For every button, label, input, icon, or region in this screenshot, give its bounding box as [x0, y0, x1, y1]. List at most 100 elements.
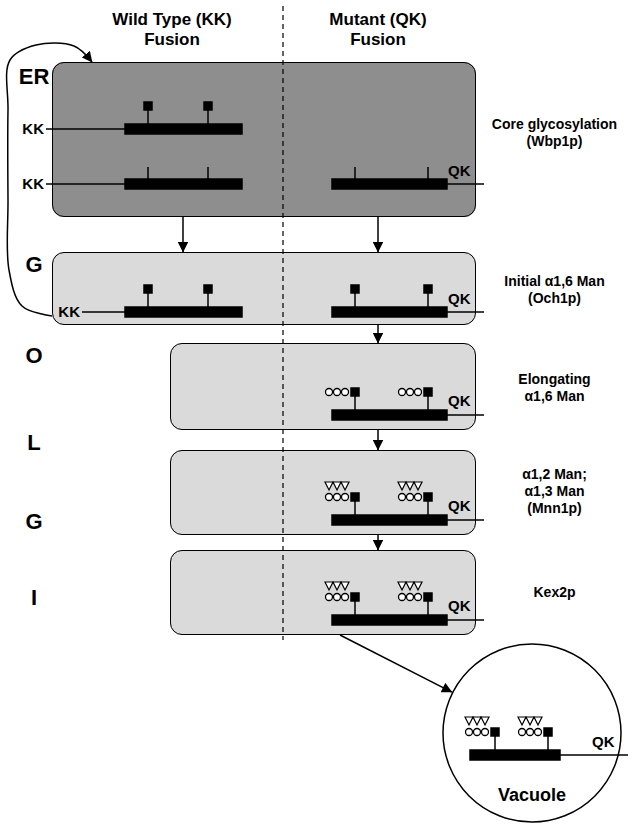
transport-arrow: [340, 635, 452, 692]
wild-type-construct: [204, 285, 212, 307]
compartment-letter: I: [31, 585, 37, 611]
mutant-construct: [325, 582, 484, 625]
compartment-fill: [170, 343, 476, 430]
wild-type-construct: [147, 167, 149, 179]
enzyme-step-label: α1,2 Man; α1,3 Man (Mnn1p): [515, 466, 595, 516]
wild-type-construct: [46, 167, 242, 189]
compartment-fill: [170, 550, 476, 635]
compartment-letter: L: [27, 430, 40, 456]
mutant-construct: [354, 167, 356, 179]
label-holder: G: [25, 509, 42, 535]
wild-type-construct: [144, 285, 152, 307]
mutant-construct: [351, 285, 359, 307]
enzyme-step-label: Core glycosylation (Wbp1p): [480, 116, 630, 150]
wild-type-construct: [144, 102, 152, 124]
mutant-construct: [332, 179, 447, 189]
label-holder: KK: [58, 303, 80, 321]
mutant-construct: [332, 515, 447, 525]
mutant-construct: [325, 582, 359, 615]
label-holder: QK: [448, 597, 471, 615]
golgi-cisterna: Initial α1,6 Man (Och1p): [52, 252, 476, 325]
wild-type-construct: [125, 124, 242, 134]
wild-type-construct: [125, 179, 242, 189]
mutant-construct: [424, 285, 432, 307]
label-holder: QK: [592, 733, 615, 751]
mutant-construct: [326, 388, 485, 420]
label-holder: Elongating α1,6 Man: [507, 371, 602, 405]
label-holder: Mutant (QK) Fusion: [318, 10, 438, 51]
enzyme-step-label: Elongating α1,6 Man: [507, 371, 602, 405]
compartment-letter: G: [25, 252, 42, 278]
construct-tag: QK: [448, 392, 471, 410]
construct-tag: QK: [448, 162, 471, 180]
mutant-construct: [325, 482, 484, 525]
label-holder: G: [25, 252, 42, 278]
label-holder: α1,2 Man; α1,3 Man (Mnn1p): [515, 466, 595, 516]
mutant-construct: [326, 388, 360, 410]
retrieval-arrow: [7, 43, 92, 316]
mutant-construct: [427, 167, 429, 179]
mutant-construct: [398, 482, 432, 515]
mutant-construct: [470, 750, 560, 760]
compartment-letter: O: [25, 343, 42, 369]
er-compartment: Core glycosylation (Wbp1p): [52, 62, 476, 217]
mutant-construct: [332, 285, 484, 317]
label-holder: O: [25, 343, 42, 369]
mutant-construct: [332, 615, 447, 625]
transport-arrow: [377, 325, 379, 343]
mutant-construct: [518, 717, 552, 750]
compartment-name: ER: [19, 64, 50, 90]
mutant-construct: [325, 482, 359, 515]
wild-type-construct: [46, 183, 125, 185]
label-holder: L: [27, 430, 40, 456]
label-holder: KK: [22, 175, 44, 193]
enzyme-step-label: Initial α1,6 Man (Och1p): [480, 273, 630, 307]
construct-tag: QK: [448, 290, 471, 308]
compartment-fill: [170, 450, 476, 535]
compartment-fill: [52, 252, 476, 325]
construct-tag: KK: [22, 120, 44, 138]
wild-type-construct: [125, 307, 242, 317]
wild-type-construct: [46, 102, 242, 134]
column-divider: [283, 6, 284, 640]
mutant-construct: [447, 414, 484, 416]
label-holder: Wild Type (KK) Fusion: [97, 10, 247, 51]
mutant-construct: [465, 717, 628, 760]
wild-type-construct: [204, 102, 212, 124]
mutant-construct: [399, 388, 433, 410]
construct-tag: KK: [22, 175, 44, 193]
vacuole-outline: [443, 644, 621, 822]
golgi-cisterna: Kex2p: [170, 550, 476, 635]
enzyme-step-label: Kex2p: [515, 584, 595, 601]
label-holder: QK: [448, 392, 471, 410]
compartment-letter: G: [25, 509, 42, 535]
golgi-cisterna: α1,2 Man; α1,3 Man (Mnn1p): [170, 450, 476, 535]
compartment-fill: [52, 62, 476, 217]
transport-arrow: [377, 217, 379, 252]
label-holder: Kex2p: [515, 584, 595, 601]
wild-type-construct: [207, 167, 209, 179]
mutant-construct: [447, 519, 484, 521]
mutant-construct: [447, 311, 484, 313]
column-divider: [282, 6, 283, 640]
label-holder: Core glycosylation (Wbp1p): [480, 116, 630, 150]
label-holder: Vacuole: [442, 785, 622, 807]
mutant-construct: [447, 619, 484, 621]
label-holder: QK: [448, 162, 471, 180]
column-heading: Wild Type (KK) Fusion: [97, 10, 247, 51]
transport-arrow: [377, 535, 379, 550]
golgi-cisterna: Elongating α1,6 Man: [170, 343, 476, 430]
wild-type-construct: [82, 285, 242, 317]
label-holder: QK: [448, 497, 471, 515]
label-holder: QK: [448, 290, 471, 308]
label-holder: I: [31, 585, 37, 611]
label-holder: Initial α1,6 Man (Och1p): [480, 273, 630, 307]
mutant-construct: [332, 410, 447, 420]
label-holder: ER: [19, 64, 50, 90]
label-holder: KK: [22, 120, 44, 138]
construct-tag: QK: [592, 733, 615, 751]
transport-arrow: [182, 217, 184, 252]
mutant-construct: [447, 183, 484, 185]
